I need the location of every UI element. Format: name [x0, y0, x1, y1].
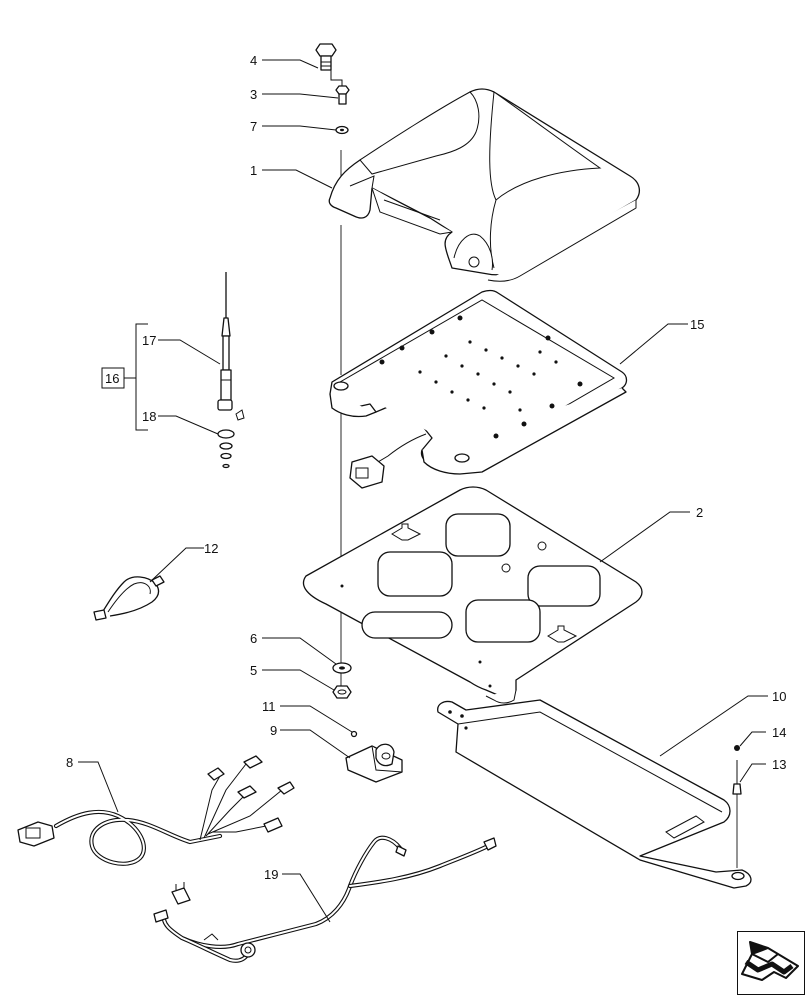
callout-12: 12: [204, 541, 218, 556]
part-15-mounting-bracket: [329, 289, 628, 489]
callout-9: 9: [270, 723, 277, 738]
callout-1: 1: [250, 163, 257, 178]
callout-7: 7: [250, 119, 257, 134]
callout-3: 3: [250, 87, 257, 102]
part-14-screw-cap: [734, 745, 740, 751]
part-19-wire-harness: [153, 835, 497, 963]
callout-16: 16: [105, 371, 119, 386]
part-8-wire-harness: [17, 755, 295, 866]
part-11-screw: [350, 730, 358, 738]
callout-16-box: [101, 367, 125, 389]
callout-8: 8: [66, 755, 73, 770]
part-13-stud: [732, 760, 742, 868]
callout-11: 11: [262, 699, 276, 714]
callout-5: 5: [250, 663, 257, 678]
part-3-screw: [335, 85, 350, 105]
callout-6: 6: [250, 631, 257, 646]
bracket-hole-pattern: [379, 315, 583, 439]
part-9-clip: [345, 743, 403, 783]
callout-14: 14: [772, 725, 786, 740]
part-7-washer: [335, 125, 349, 135]
callout-2: 2: [696, 505, 703, 520]
callout-4: 4: [250, 53, 257, 68]
part-5-nut: [332, 685, 352, 699]
callout-19: 19: [264, 867, 278, 882]
part-6-washer: [332, 662, 352, 674]
part-4-bolt: [315, 43, 337, 71]
callout-17: 17: [142, 333, 156, 348]
part-1-display-housing: [328, 88, 641, 282]
group-bracket-16: [135, 323, 148, 431]
leader-lines: [78, 59, 768, 923]
callout-13: 13: [772, 757, 786, 772]
callout-15: 15: [690, 317, 704, 332]
next-page-button[interactable]: [737, 931, 805, 995]
part-2-base-plate: [302, 486, 643, 704]
part-18-antenna-base: [217, 409, 245, 469]
part-17-antenna: [217, 272, 233, 411]
part-10-long-plate: [437, 699, 752, 889]
callout-labels: 4 3 7 1 17 16 18 12 6 5 11 9 8 19 15 2 1…: [66, 53, 786, 882]
callout-18: 18: [142, 409, 156, 424]
arrow-next-icon: [741, 941, 799, 981]
part-12-strap: [93, 575, 165, 621]
callout-10: 10: [772, 689, 786, 704]
